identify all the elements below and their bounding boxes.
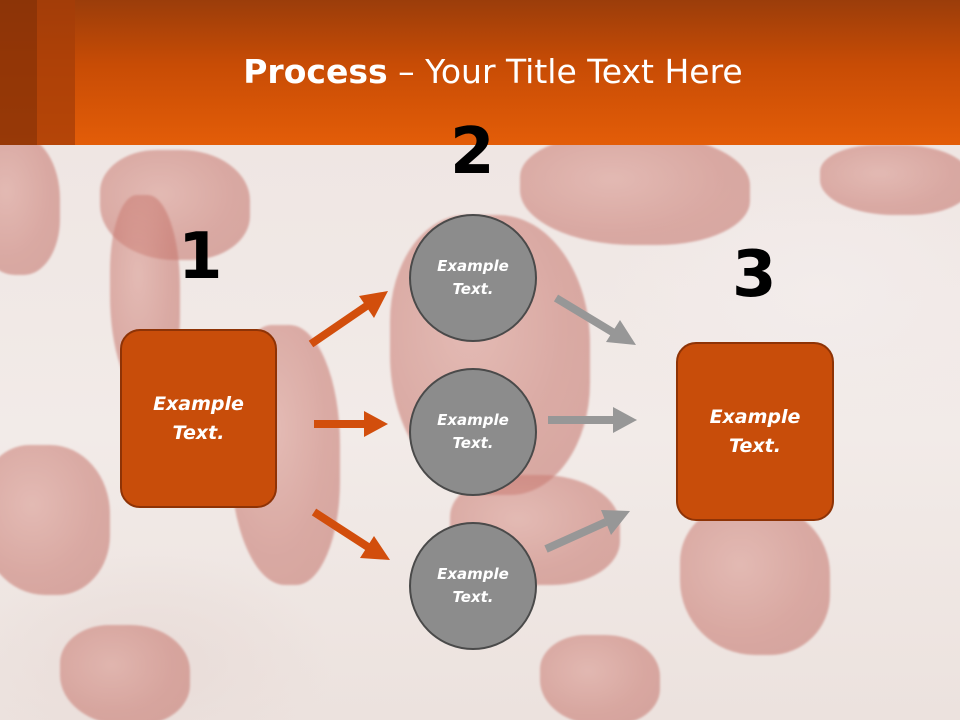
step-box-3[interactable]: Example Text. [676, 342, 834, 521]
circle-middle-label: Example Text. [437, 411, 509, 452]
arrow-gray-up [544, 510, 630, 553]
step-number-1: 1 [178, 220, 223, 294]
step-box-3-label: Example Text. [709, 405, 801, 457]
header-stripe [37, 0, 75, 145]
circle-top[interactable]: Example Text. [409, 214, 537, 342]
title-rest: – Your Title Text Here [387, 52, 743, 91]
circle-bottom-label: Example Text. [437, 565, 509, 606]
arrow-gray-down [553, 294, 636, 345]
slide-title[interactable]: Process – Your Title Text Here [0, 52, 960, 91]
circle-middle[interactable]: Example Text. [409, 368, 537, 496]
circle-top-label: Example Text. [437, 257, 509, 298]
arrow-orange-right [314, 411, 388, 437]
arrow-orange-down [311, 508, 390, 560]
title-bold: Process [243, 52, 388, 91]
step-box-1[interactable]: Example Text. [120, 329, 277, 508]
header-stripe [0, 0, 37, 145]
title-bar: Process – Your Title Text Here [0, 0, 960, 145]
arrow-orange-up [308, 291, 388, 348]
step-number-2: 2 [450, 115, 495, 189]
circle-bottom[interactable]: Example Text. [409, 522, 537, 650]
step-box-1-label: Example Text. [153, 392, 244, 444]
arrow-gray-right [548, 407, 637, 433]
step-number-3: 3 [732, 238, 777, 312]
